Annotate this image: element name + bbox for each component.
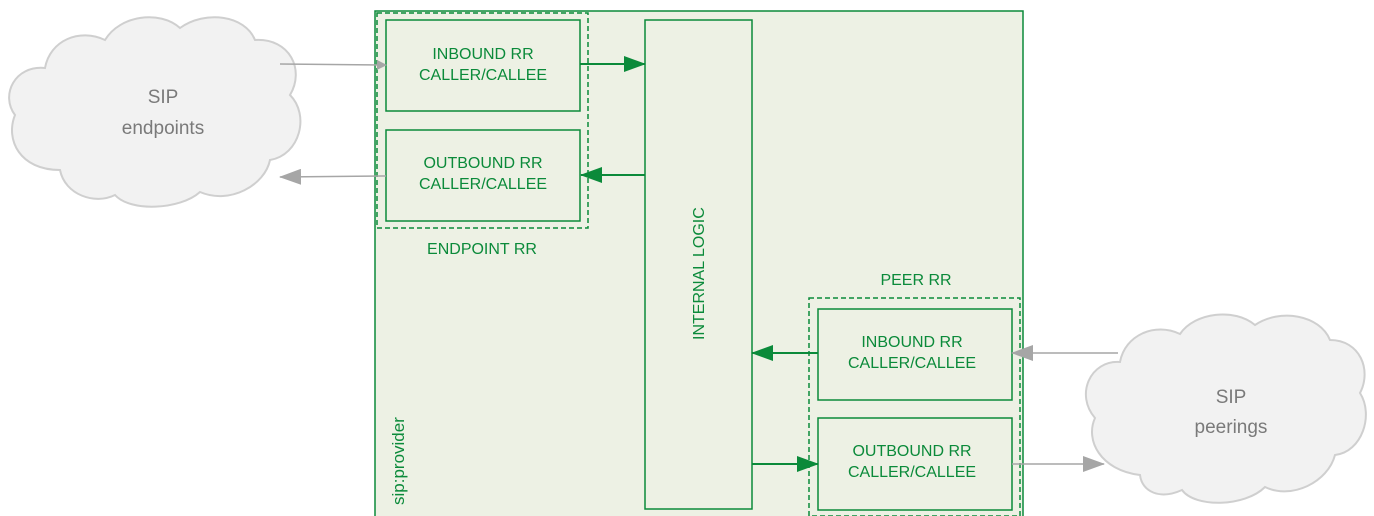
peer-outbound-line1: OUTBOUND RR <box>852 443 971 460</box>
sip-provider-panel <box>374 10 1024 516</box>
peer-inbound-line2: CALLER/CALLEE <box>848 355 976 372</box>
peer-rr-label: PEER RR <box>880 272 951 289</box>
endpoint-outbound-line1: OUTBOUND RR <box>423 155 542 172</box>
peer-inbound-line1: INBOUND RR <box>861 334 962 351</box>
sip-peerings-line2: peerings <box>1195 417 1268 438</box>
endpoint-inbound-line1: INBOUND RR <box>432 46 533 63</box>
sip-endpoints-cloud: SIP endpoints <box>8 16 302 208</box>
arrow-outbound-to-endpoints <box>279 168 387 185</box>
sip-provider-label: sip:provider <box>389 417 408 505</box>
sip-endpoints-line1: SIP <box>148 87 179 108</box>
endpoint-inbound-line2: CALLER/CALLEE <box>419 67 547 84</box>
endpoint-rr-group <box>376 12 589 229</box>
endpoint-outbound-line2: CALLER/CALLEE <box>419 176 547 193</box>
sip-peerings-line1: SIP <box>1216 387 1247 408</box>
arrow-endpoints-to-inbound <box>279 59 387 70</box>
peer-rr-group <box>808 297 1021 516</box>
internal-logic-label: INTERNAL LOGIC <box>691 207 708 340</box>
sip-peerings-cloud: SIP peerings <box>1084 313 1367 504</box>
peer-outbound-line2: CALLER/CALLEE <box>848 464 976 481</box>
internal-logic-box <box>644 19 753 510</box>
endpoint-rr-label: ENDPOINT RR <box>427 241 537 258</box>
sip-endpoints-line2: endpoints <box>122 118 204 139</box>
